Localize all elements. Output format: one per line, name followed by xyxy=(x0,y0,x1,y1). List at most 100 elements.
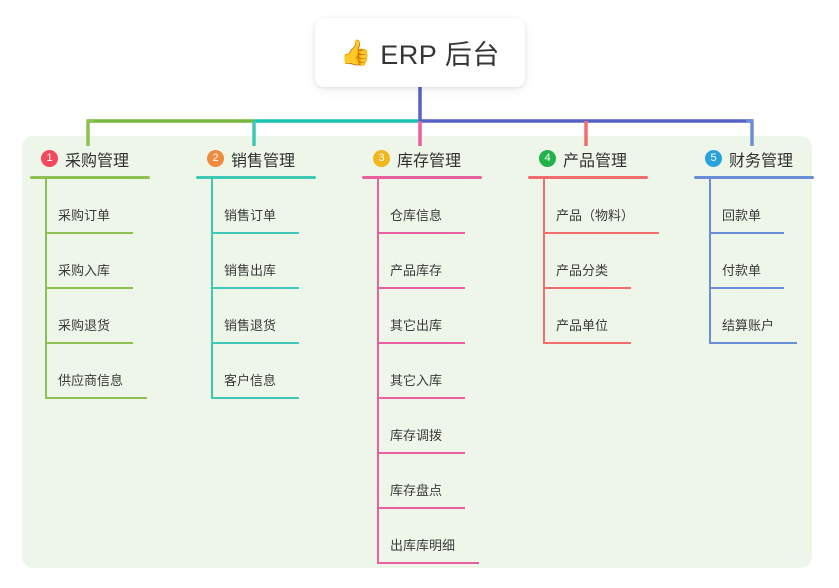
column-财务管理: 5 财务管理回款单付款单结算账户 xyxy=(694,146,814,344)
list-item[interactable]: 结算账户 xyxy=(709,289,814,344)
list-item-label: 产品库存 xyxy=(390,263,443,278)
list-item[interactable]: 销售订单 xyxy=(211,179,316,234)
list-item[interactable]: 付款单 xyxy=(709,234,814,289)
list-item-label: 采购退货 xyxy=(58,318,111,333)
list-item[interactable]: 回款单 xyxy=(709,179,814,234)
list-item-label: 采购订单 xyxy=(58,208,111,223)
list-item-underline xyxy=(377,562,479,564)
list-item[interactable]: 产品库存 xyxy=(377,234,482,289)
list-item-underline xyxy=(211,287,299,289)
list-item-underline xyxy=(45,397,147,399)
list-item-underline xyxy=(377,342,465,344)
list-item[interactable]: 供应商信息 xyxy=(45,344,150,399)
thumbs-up-icon: 👍 xyxy=(340,39,372,67)
column-title: 库存管理 xyxy=(397,152,462,170)
list-item[interactable]: 出库库明细 xyxy=(377,509,482,564)
list-item-label: 销售出库 xyxy=(224,263,277,278)
column-header-财务管理[interactable]: 5 财务管理 xyxy=(694,146,814,171)
list-item-label: 仓库信息 xyxy=(390,208,443,223)
list-item-label: 产品分类 xyxy=(556,263,609,278)
list-item-label: 出库库明细 xyxy=(390,538,456,553)
list-item[interactable]: 其它出库 xyxy=(377,289,482,344)
column-header-销售管理[interactable]: 2 销售管理 xyxy=(196,146,316,171)
root-node-erp-backend[interactable]: 👍 ERP 后台 xyxy=(315,18,525,87)
column-title: 财务管理 xyxy=(729,152,794,170)
column-badge-number: 5 xyxy=(705,150,722,167)
list-item-label: 库存调拨 xyxy=(390,428,443,443)
list-item-label: 产品单位 xyxy=(556,318,609,333)
list-item[interactable]: 其它入库 xyxy=(377,344,482,399)
column-title: 采购管理 xyxy=(65,152,130,170)
list-item[interactable]: 采购订单 xyxy=(45,179,150,234)
column-产品管理: 4 产品管理产品（物料） 产品分类产品单位 xyxy=(528,146,659,344)
list-item-underline xyxy=(211,342,299,344)
list-item[interactable]: 客户信息 xyxy=(211,344,316,399)
column-spine xyxy=(45,179,47,399)
list-item-label: 产品（物料） xyxy=(556,208,635,223)
list-item-label: 采购入库 xyxy=(58,263,111,278)
column-title: 产品管理 xyxy=(563,152,628,170)
list-item-label: 库存盘点 xyxy=(390,483,443,498)
column-spine xyxy=(709,179,711,344)
list-item-underline xyxy=(543,232,659,234)
list-item-underline xyxy=(45,287,133,289)
list-item-underline xyxy=(543,342,631,344)
column-underline xyxy=(30,176,150,179)
list-item-label: 其它出库 xyxy=(390,318,443,333)
column-underline xyxy=(528,176,648,179)
list-item-underline xyxy=(709,287,784,289)
list-item-underline xyxy=(377,287,465,289)
column-item-list: 销售订单销售出库销售退货客户信息 xyxy=(196,179,316,399)
list-item-label: 客户信息 xyxy=(224,373,277,388)
list-item-underline xyxy=(45,232,133,234)
column-spine xyxy=(377,179,379,564)
list-item-underline xyxy=(377,397,465,399)
list-item[interactable]: 采购入库 xyxy=(45,234,150,289)
column-item-list: 仓库信息产品库存其它出库其它入库库存调拨库存盘点出库库明细 xyxy=(362,179,482,564)
list-item-underline xyxy=(543,287,631,289)
column-采购管理: 1 采购管理采购订单采购入库采购退货供应商信息 xyxy=(30,146,150,399)
column-item-list: 产品（物料） 产品分类产品单位 xyxy=(528,179,659,344)
list-item[interactable]: 产品单位 xyxy=(543,289,648,344)
list-item-label: 回款单 xyxy=(722,208,762,223)
list-item-label: 结算账户 xyxy=(722,318,775,333)
column-badge-number: 3 xyxy=(373,150,390,167)
list-item-label: 其它入库 xyxy=(390,373,443,388)
column-header-采购管理[interactable]: 1 采购管理 xyxy=(30,146,150,171)
column-spine xyxy=(543,179,545,344)
column-header-库存管理[interactable]: 3 库存管理 xyxy=(362,146,482,171)
root-node-title: ERP 后台 xyxy=(380,40,500,70)
column-underline xyxy=(362,176,482,179)
column-销售管理: 2 销售管理销售订单销售出库销售退货客户信息 xyxy=(196,146,316,399)
list-item-underline xyxy=(211,232,299,234)
list-item[interactable]: 产品（物料） xyxy=(543,179,659,234)
column-库存管理: 3 库存管理仓库信息产品库存其它出库其它入库库存调拨库存盘点出库库明细 xyxy=(362,146,482,564)
list-item[interactable]: 产品分类 xyxy=(543,234,648,289)
column-badge-number: 4 xyxy=(539,150,556,167)
column-spine xyxy=(211,179,213,399)
list-item-underline xyxy=(709,342,797,344)
list-item-label: 销售订单 xyxy=(224,208,277,223)
column-underline xyxy=(196,176,316,179)
list-item[interactable]: 库存调拨 xyxy=(377,399,482,454)
list-item[interactable]: 仓库信息 xyxy=(377,179,482,234)
column-badge-number: 1 xyxy=(41,150,58,167)
list-item-underline xyxy=(377,507,465,509)
list-item[interactable]: 采购退货 xyxy=(45,289,150,344)
list-item[interactable]: 销售出库 xyxy=(211,234,316,289)
list-item-underline xyxy=(709,232,784,234)
column-title: 销售管理 xyxy=(231,152,296,170)
list-item-underline xyxy=(377,452,465,454)
column-item-list: 回款单付款单结算账户 xyxy=(694,179,814,344)
list-item-underline xyxy=(377,232,465,234)
list-item[interactable]: 库存盘点 xyxy=(377,454,482,509)
list-item[interactable]: 销售退货 xyxy=(211,289,316,344)
column-badge-number: 2 xyxy=(207,150,224,167)
column-underline xyxy=(694,176,814,179)
column-header-产品管理[interactable]: 4 产品管理 xyxy=(528,146,648,171)
list-item-label: 销售退货 xyxy=(224,318,277,333)
list-item-label: 付款单 xyxy=(722,263,762,278)
column-item-list: 采购订单采购入库采购退货供应商信息 xyxy=(30,179,150,399)
list-item-label: 供应商信息 xyxy=(58,373,124,388)
